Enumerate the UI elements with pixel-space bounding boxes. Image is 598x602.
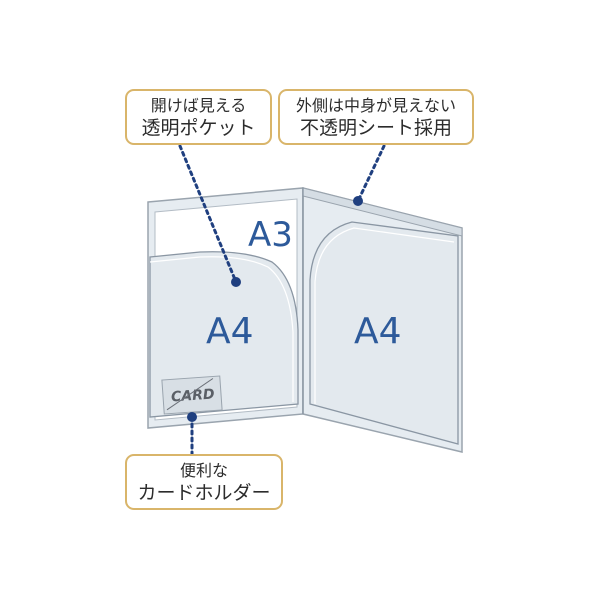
leader-card-dot	[187, 412, 197, 422]
label-a4-left: A4	[206, 311, 254, 352]
label-card: CARD	[171, 386, 216, 405]
callout-card-line1: 便利な	[179, 461, 228, 480]
callout-transparent-pocket: 開けば見える 透明ポケット	[125, 89, 272, 145]
leader-lines	[178, 144, 386, 456]
label-a4-right: A4	[354, 311, 402, 352]
leader-pocket	[178, 144, 238, 284]
right-panel	[302, 187, 463, 453]
callout-card-holder: 便利な カードホルダー	[125, 454, 283, 510]
callout-opaque-sheet: 外側は中身が見えない 不透明シート採用	[278, 89, 474, 145]
left-panel	[147, 187, 304, 429]
leader-sheet-dot	[353, 196, 363, 206]
card-strike-line	[166, 378, 214, 411]
right-transparent-pocket	[309, 221, 459, 445]
leader-sheet	[356, 144, 386, 203]
leader-pocket-dot	[231, 277, 241, 287]
callout-sheet-line1: 外側は中身が見えない	[295, 96, 456, 115]
callout-pocket-line2: 透明ポケット	[141, 117, 256, 139]
card-holder-pocket	[161, 375, 223, 415]
right-pocket-inner-edge	[314, 227, 455, 404]
label-a3: A3	[248, 215, 293, 255]
card-icon: CARD	[166, 378, 216, 411]
callout-pocket-line1: 開けば見える	[150, 96, 247, 115]
callout-card-line2: カードホルダー	[137, 482, 271, 504]
left-pocket-inner-edge	[149, 256, 294, 402]
callout-sheet-line2: 不透明シート採用	[299, 117, 452, 139]
